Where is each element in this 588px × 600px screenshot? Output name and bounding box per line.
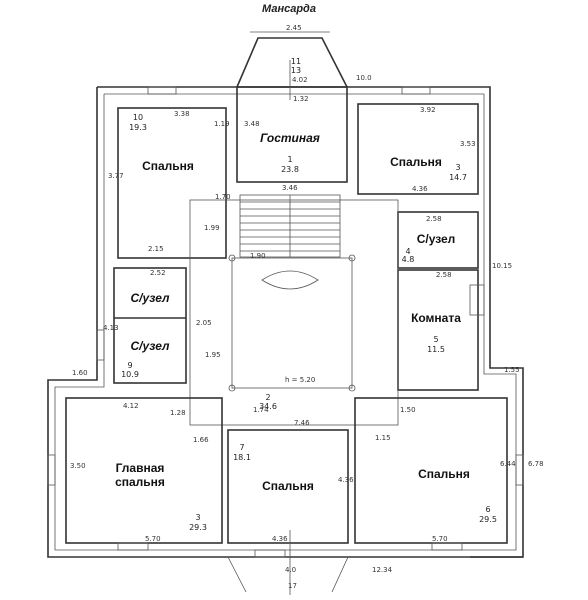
svg-text:4.13: 4.13 (103, 324, 119, 332)
hall-height: h = 5.20 (285, 376, 315, 384)
room-bed-top-left-num: 10 (133, 113, 143, 122)
svg-text:10.0: 10.0 (356, 74, 372, 82)
room-wc-left-2-area: 10.9 (121, 370, 139, 379)
svg-text:4.36: 4.36 (272, 535, 288, 543)
plan-title: Мансарда (262, 3, 316, 15)
svg-text:4.12: 4.12 (123, 402, 139, 410)
room-bed-top-left-area: 19.3 (129, 123, 147, 132)
svg-text:4.36: 4.36 (338, 476, 354, 484)
svg-text:5.70: 5.70 (145, 535, 161, 543)
svg-text:1.28: 1.28 (170, 409, 186, 417)
svg-text:10.15: 10.15 (492, 262, 512, 270)
room-bed-top-right-label: Спальня (390, 155, 442, 169)
svg-text:3.48: 3.48 (244, 120, 260, 128)
svg-text:17: 17 (288, 582, 297, 590)
svg-text:3.50: 3.50 (70, 462, 86, 470)
svg-text:6.44: 6.44 (500, 460, 516, 468)
room-bed-bottom-right-label: Спальня (418, 467, 470, 481)
svg-text:1.15: 1.15 (375, 434, 391, 442)
room-bed-top-left-label: Спальня (142, 159, 194, 173)
room-wc-right-num: 4 (405, 247, 410, 256)
room-bed-bottom-right-num: 6 (485, 505, 490, 514)
room-right-area: 11.5 (427, 345, 445, 354)
svg-text:7.46: 7.46 (294, 419, 310, 427)
svg-text:4.0: 4.0 (285, 566, 296, 574)
room-right-label: Комната (411, 311, 461, 325)
bay-area: 13 (291, 66, 301, 75)
room-bed-bottom-mid-area: 18.1 (233, 453, 251, 462)
svg-text:2.52: 2.52 (150, 269, 166, 277)
room-main-bed-area: 29.3 (189, 523, 207, 532)
room-living-label: Гостиная (260, 131, 320, 145)
svg-text:1.70: 1.70 (215, 193, 231, 201)
hall-num: 2 (265, 393, 270, 402)
svg-text:1.50: 1.50 (400, 406, 416, 414)
room-bed-bottom-right-area: 29.5 (479, 515, 497, 524)
svg-text:1.99: 1.99 (204, 224, 220, 232)
svg-text:6.78: 6.78 (528, 460, 544, 468)
bay-num: 11 (291, 57, 301, 66)
room-living-area: 23.8 (281, 165, 299, 174)
room-wc-right-area: 4.8 (402, 255, 415, 264)
room-bed-bottom-mid-label: Спальня (262, 479, 314, 493)
room-wc-left-2-label: С/узел (130, 339, 170, 353)
room-main-bed-label-2: спальня (115, 475, 165, 489)
svg-text:3.77: 3.77 (108, 172, 124, 180)
room-right-num: 5 (433, 335, 438, 344)
room-wc-left-2-num: 9 (127, 361, 132, 370)
svg-text:1.66: 1.66 (193, 436, 209, 444)
svg-text:2.58: 2.58 (426, 215, 442, 223)
room-main-bed-label-1: Главная (116, 461, 165, 475)
svg-text:1.90: 1.90 (250, 252, 266, 260)
svg-text:1.60: 1.60 (72, 369, 88, 377)
room-living-num: 1 (287, 155, 292, 164)
room-wc-left-1-label: С/узел (130, 291, 170, 305)
svg-text:2.15: 2.15 (148, 245, 164, 253)
svg-text:5.70: 5.70 (432, 535, 448, 543)
room-wc-right-label: С/узел (417, 232, 456, 246)
staircase (239, 194, 341, 290)
room-bed-top-right-num: 3 (455, 163, 460, 172)
svg-text:12.34: 12.34 (372, 566, 393, 574)
svg-text:2.45: 2.45 (286, 24, 302, 32)
svg-text:1.55: 1.55 (504, 366, 520, 374)
svg-text:1.19: 1.19 (214, 120, 230, 128)
svg-text:1.74: 1.74 (253, 406, 269, 414)
svg-text:1.95: 1.95 (205, 351, 221, 359)
room-bed-bottom-mid-num: 7 (239, 443, 244, 452)
interior-walls (47, 60, 524, 595)
dimension-labels: 2.45 4.02 1.32 3.48 10.0 3.38 1.19 3.92 … (70, 24, 544, 590)
hall-area: 34.6 (259, 402, 277, 411)
svg-text:2.58: 2.58 (436, 271, 452, 279)
svg-text:1.32: 1.32 (293, 95, 309, 103)
svg-text:3.53: 3.53 (460, 140, 476, 148)
svg-text:4.36: 4.36 (412, 185, 428, 193)
room-main-bed-num: 3 (195, 513, 200, 522)
room-bed-top-right-area: 14.7 (449, 173, 467, 182)
svg-text:3.46: 3.46 (282, 184, 298, 192)
svg-text:2.05: 2.05 (196, 319, 212, 327)
svg-text:3.92: 3.92 (420, 106, 436, 114)
svg-text:4.02: 4.02 (292, 76, 308, 84)
svg-text:3.38: 3.38 (174, 110, 190, 118)
